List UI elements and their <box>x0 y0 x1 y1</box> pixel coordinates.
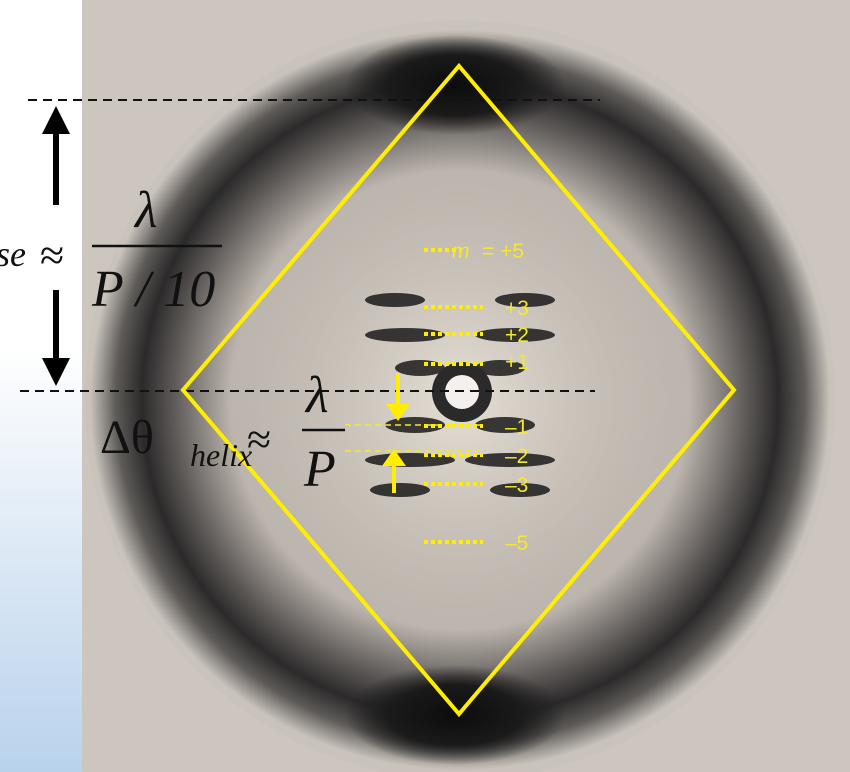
label-minus-2: –2 <box>505 445 528 468</box>
label-m-equals: = +5 <box>482 240 524 263</box>
label-minus-3: –3 <box>505 474 528 497</box>
formula-helix-subscript: helix <box>190 437 252 473</box>
bottom-dark-spot <box>345 665 565 765</box>
formula-base: se ≈ λ P / 10 <box>0 182 222 318</box>
top-dark-spot <box>345 35 565 135</box>
formula-helix-numerator: λ <box>304 367 329 424</box>
formula-helix-approx: ≈ <box>247 415 271 464</box>
up-arrow-icon <box>382 449 406 493</box>
label-plus-3: +3 <box>505 297 529 320</box>
label-minus-1: –1 <box>505 416 528 439</box>
up-arrow-black-icon <box>42 106 70 205</box>
formula-base-numerator: λ <box>133 182 158 239</box>
formula-base-denominator: P / 10 <box>91 261 215 318</box>
x-pattern-diamond <box>180 62 737 718</box>
label-m-symbol: m <box>452 240 470 263</box>
left-side-panel <box>0 0 82 772</box>
formula-helix-denominator: P <box>303 441 336 498</box>
down-arrow-icon <box>386 373 410 421</box>
label-minus-5: –5 <box>505 532 528 555</box>
layer-line-markers <box>424 248 483 544</box>
layer-line-spots <box>365 293 555 497</box>
label-plus-1: +1 <box>505 351 529 374</box>
formula-base-left-partial: se <box>0 234 26 274</box>
formula-helix: Δθ helix ≈ λ P <box>100 367 345 498</box>
down-arrow-black-icon <box>42 290 70 386</box>
label-plus-2: +2 <box>505 324 529 347</box>
formula-helix-delta-theta: Δθ <box>100 411 154 464</box>
formula-base-approx: ≈ <box>40 231 64 280</box>
